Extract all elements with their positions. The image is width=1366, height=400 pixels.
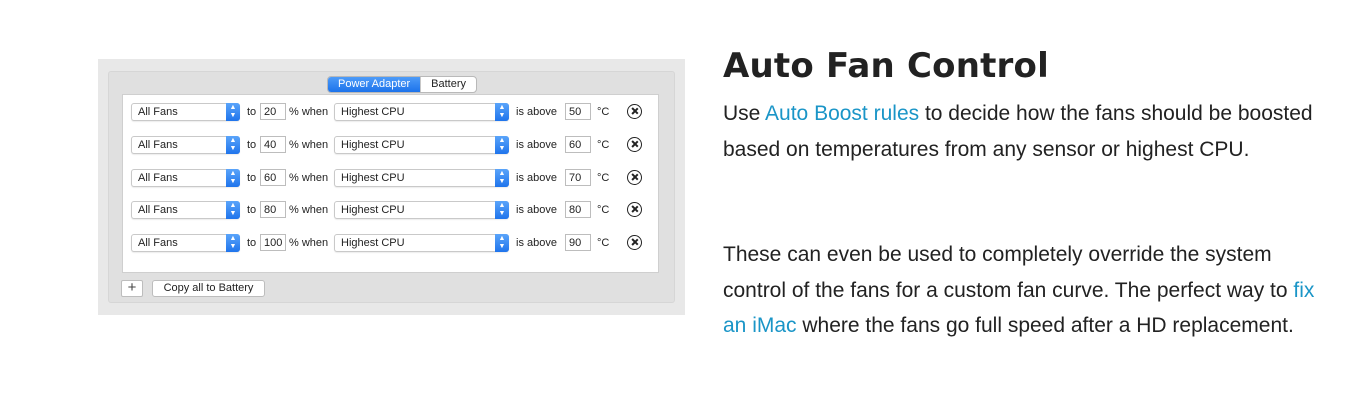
fan-select[interactable]: All Fans ▲▼ <box>131 135 240 154</box>
celsius-unit-label: °C <box>597 171 610 184</box>
paragraph-intro: Use Auto Boost rules to decide how the f… <box>723 96 1323 167</box>
chevron-updown-icon: ▲▼ <box>495 103 509 121</box>
fix-an-imac-link[interactable]: fix an iMac <box>723 278 1315 338</box>
celsius-unit-label: °C <box>597 106 610 118</box>
paragraph-override: These can even be used to completely ove… <box>723 237 1323 344</box>
to-label: to <box>247 106 257 118</box>
fan-select-value: All Fans <box>138 106 178 118</box>
paragraph-text: where the fans go full speed after a HD … <box>796 314 1294 337</box>
percent-when-label: % when <box>289 106 329 118</box>
percent-when-label: % when <box>289 171 329 184</box>
chevron-updown-icon: ▲▼ <box>226 168 240 187</box>
is-above-label: is above <box>516 237 557 250</box>
remove-rule-icon[interactable] <box>627 136 642 152</box>
percent-field[interactable]: 20 <box>260 103 286 120</box>
percent-field[interactable]: 80 <box>260 201 286 219</box>
to-label: to <box>247 204 257 217</box>
sensor-select[interactable]: Highest CPU ▲▼ <box>334 201 509 220</box>
paragraph-text: These can even be used to completely ove… <box>723 243 1294 302</box>
sensor-select[interactable]: Highest CPU ▲▼ <box>334 168 509 187</box>
fan-select[interactable]: All Fans ▲▼ <box>131 234 240 253</box>
tab-power-adapter[interactable]: Power Adapter <box>328 77 421 92</box>
temperature-field[interactable]: 50 <box>565 103 591 120</box>
chevron-updown-icon: ▲▼ <box>226 103 240 121</box>
is-above-label: is above <box>516 138 557 151</box>
paragraph-text: Use <box>723 102 766 125</box>
percent-when-label: % when <box>289 204 329 217</box>
chevron-updown-icon: ▲▼ <box>226 234 240 253</box>
chevron-updown-icon: ▲▼ <box>226 135 240 154</box>
chevron-updown-icon: ▲▼ <box>495 135 509 154</box>
celsius-unit-label: °C <box>597 204 610 217</box>
fan-select[interactable]: All Fans ▲▼ <box>131 168 240 187</box>
remove-rule-icon[interactable] <box>627 104 642 119</box>
is-above-label: is above <box>516 204 557 217</box>
power-source-segmented-control: Power Adapter Battery <box>327 76 478 93</box>
celsius-unit-label: °C <box>597 237 610 250</box>
temperature-field[interactable]: 90 <box>565 234 591 252</box>
percent-when-label: % when <box>289 237 329 250</box>
celsius-unit-label: °C <box>597 138 610 151</box>
percent-field[interactable]: 60 <box>260 168 286 186</box>
temperature-field[interactable]: 60 <box>565 135 591 153</box>
sensor-select-value: Highest CPU <box>341 237 405 250</box>
add-rule-button[interactable]: + <box>121 280 143 297</box>
is-above-label: is above <box>516 171 557 184</box>
copy-all-to-battery-button[interactable]: Copy all to Battery <box>152 280 265 297</box>
fan-select-value: All Fans <box>138 138 178 151</box>
temperature-field[interactable]: 80 <box>565 201 591 219</box>
sensor-select[interactable]: Highest CPU ▲▼ <box>334 103 509 121</box>
to-label: to <box>247 237 257 250</box>
fan-select[interactable]: All Fans ▲▼ <box>131 201 240 220</box>
percent-when-label: % when <box>289 138 329 151</box>
chevron-updown-icon: ▲▼ <box>495 234 509 253</box>
fan-select-value: All Fans <box>138 237 178 250</box>
to-label: to <box>247 171 257 184</box>
to-label: to <box>247 138 257 151</box>
percent-field[interactable]: 100 <box>260 234 286 252</box>
remove-rule-icon[interactable] <box>627 235 642 251</box>
tab-battery[interactable]: Battery <box>420 77 476 92</box>
fan-select-value: All Fans <box>138 204 178 217</box>
fan-select[interactable]: All Fans ▲▼ <box>131 103 240 121</box>
remove-rule-icon[interactable] <box>627 202 642 218</box>
remove-rule-icon[interactable] <box>627 169 642 185</box>
percent-field[interactable]: 40 <box>260 135 286 153</box>
temperature-field[interactable]: 70 <box>565 168 591 186</box>
sensor-select-value: Highest CPU <box>341 171 405 184</box>
fan-select-value: All Fans <box>138 171 178 184</box>
auto-boost-rules-link[interactable]: Auto Boost rules <box>765 102 920 125</box>
sensor-select-value: Highest CPU <box>341 204 405 217</box>
paragraph-text: to decide how the fans should be boosted… <box>723 102 1313 161</box>
chevron-updown-icon: ▲▼ <box>495 168 509 187</box>
sensor-select[interactable]: Highest CPU ▲▼ <box>334 135 509 154</box>
is-above-label: is above <box>516 106 557 118</box>
sensor-select[interactable]: Highest CPU ▲▼ <box>334 234 509 253</box>
sensor-select-value: Highest CPU <box>341 106 405 118</box>
section-heading: Auto Fan Control <box>723 46 1049 86</box>
sensor-select-value: Highest CPU <box>341 138 405 151</box>
chevron-updown-icon: ▲▼ <box>495 201 509 220</box>
chevron-updown-icon: ▲▼ <box>226 201 240 220</box>
